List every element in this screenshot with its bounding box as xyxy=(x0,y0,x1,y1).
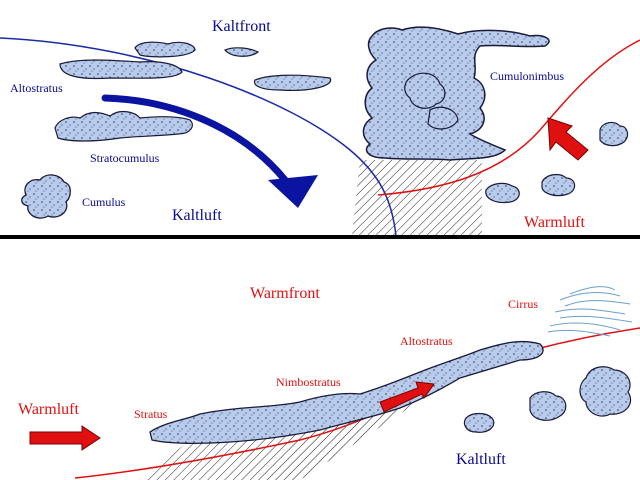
label-stratocumulus: Stratocumulus xyxy=(90,151,160,165)
panel-divider xyxy=(0,235,640,239)
cumulonimbus-inner-billow-1 xyxy=(404,72,446,109)
label-altostratus-top: Altostratus xyxy=(10,81,63,95)
warm-front-title: Warmfront xyxy=(250,285,320,302)
stratocumulus-cloud xyxy=(54,110,193,142)
label-cumulonimbus: Cumulonimbus xyxy=(490,69,564,83)
small-cloud-right-3 xyxy=(485,182,520,204)
altostratus-cloud-2 xyxy=(223,47,260,57)
cumulonimbus-inner-billow-2 xyxy=(427,106,459,130)
small-cloud-lower-2 xyxy=(529,391,567,421)
altostratus-cloud-3 xyxy=(59,59,183,80)
label-altostratus-bottom: Altostratus xyxy=(400,334,453,348)
warm-air-arrow-left xyxy=(29,425,101,451)
cold-front-panel: Kaltfront Altostratus Stratocumulus Cumu… xyxy=(0,18,640,237)
cirrus-cloud xyxy=(547,286,633,337)
warm-air-arrow-rising xyxy=(379,381,435,413)
label-warmluft-bottom: Warmluft xyxy=(18,401,79,418)
label-nimbostratus: Nimbostratus xyxy=(276,375,341,389)
cold-air-arrow-head xyxy=(268,175,318,208)
warm-air-arrow xyxy=(547,117,589,161)
cold-air-arrow-shaft xyxy=(101,94,289,184)
altostratus-cloud-4 xyxy=(253,74,332,91)
cold-front-warm-boundary-line xyxy=(377,39,640,196)
label-stratus: Stratus xyxy=(134,407,168,421)
altostratus-cloud-1 xyxy=(134,41,196,58)
label-kaltluft-bottom: Kaltluft xyxy=(456,451,506,468)
label-cumulus: Cumulus xyxy=(82,195,126,209)
label-kaltluft-top: Kaltluft xyxy=(172,207,222,224)
label-warmluft-top: Warmluft xyxy=(524,214,585,231)
small-cloud-lower-3 xyxy=(463,412,495,433)
warm-front-cloud-band xyxy=(149,340,544,444)
cumulus-cloud xyxy=(21,174,71,219)
small-cloud-lower-1 xyxy=(579,366,632,417)
warm-front-panel: Warmfront Cirrus Altostratus Nimbostratu… xyxy=(18,285,640,480)
cumulonimbus-cloud xyxy=(362,26,550,161)
cold-front-title: Kaltfront xyxy=(212,18,271,35)
label-cirrus: Cirrus xyxy=(508,297,538,311)
cold-front-hatch-zone xyxy=(352,160,482,236)
small-cloud-right-2 xyxy=(541,173,576,197)
small-cloud-right-1 xyxy=(599,121,629,147)
